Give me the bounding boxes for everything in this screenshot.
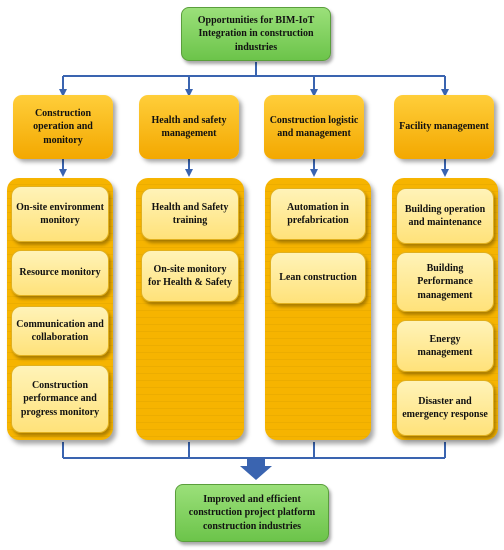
item-automation-prefabrication: Automation in prefabrication [270,188,366,240]
item-label: Resource monitory [19,267,101,279]
column-header-construction-operation: Construction operation and monitory [13,95,113,159]
column-header-label: Health and safety management [151,114,227,140]
item-label: On-site monitory for Health & Safety [148,263,232,289]
item-onsite-environment: On-site environment monitory [11,186,109,242]
item-resource-monitory: Resource monitory [11,250,109,296]
big-down-arrow [240,458,272,480]
item-label: Automation in prefabrication [287,201,349,227]
item-label: Communication and collaboration [16,318,104,344]
item-energy-management: Energy management [396,320,494,372]
item-communication: Communication and collaboration [11,306,109,356]
item-building-operation: Building operation and maintenance [396,188,494,244]
item-label: Building Performance management [417,262,473,301]
item-building-performance: Building Performance management [396,252,494,312]
item-label: Lean construction [279,272,357,284]
column-header-label: Construction logistic and management [269,114,359,140]
column-header-construction-logistic: Construction logistic and management [264,95,364,159]
item-onsite-monitory-health: On-site monitory for Health & Safety [141,250,239,302]
column-header-label: Construction operation and monitory [33,107,93,146]
item-disaster-emergency: Disaster and emergency response [396,380,494,436]
item-lean-construction: Lean construction [270,252,366,304]
bottom-box: Improved and efficient construction proj… [175,484,329,542]
column-header-health-safety: Health and safety management [139,95,239,159]
item-label: On-site environment monitory [16,201,104,227]
item-construction-performance: Construction performance and progress mo… [11,365,109,433]
column-header-label: Facility management [399,121,489,133]
top-box: Opportunities for BIM-IoT Integration in… [181,7,331,61]
top-box-label: Opportunities for BIM-IoT Integration in… [197,14,315,53]
item-label: Building operation and maintenance [404,203,486,229]
item-label: Energy management [417,333,473,359]
item-health-safety-training: Health and Safety training [141,188,239,240]
item-label: Disaster and emergency response [402,395,488,421]
item-label: Health and Safety training [151,201,229,227]
bottom-box-label: Improved and efficient construction proj… [188,493,316,532]
item-label: Construction performance and progress mo… [20,379,100,418]
column-header-facility-management: Facility management [394,95,494,159]
